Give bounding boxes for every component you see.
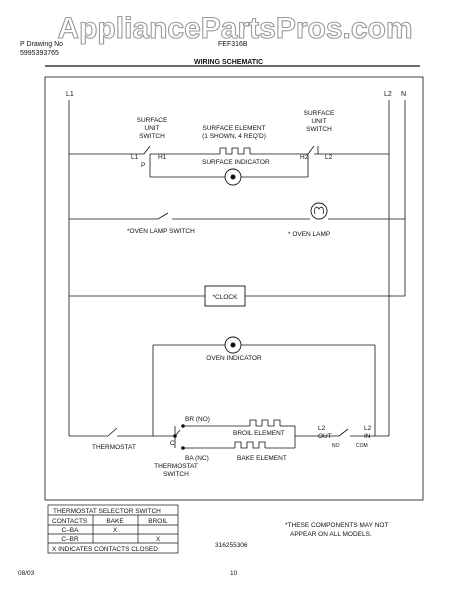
- oven-lamp-circuit: [69, 212, 405, 220]
- terminal-p-label: P: [141, 162, 145, 169]
- oven-lamp-bulb: [310, 202, 328, 220]
- br-no-label: BR (NO): [185, 416, 210, 423]
- terminal-h1-label: H1: [158, 154, 167, 161]
- oven-lamp-switch-label: *OVEN LAMP SWITCH: [127, 228, 195, 235]
- clock-label: *CLOCK: [213, 294, 239, 301]
- selector-table-header-contacts: CONTACTS: [52, 518, 88, 525]
- selector-table-title: THERMOSTAT SELECTOR SWITCH: [53, 508, 161, 515]
- l2-in-label-line-2: IN: [364, 433, 371, 440]
- thermostat-label: THERMOSTAT: [92, 444, 136, 451]
- oven-indicator-lamp-center: [230, 342, 236, 348]
- l2-out-label-line-1: L2: [318, 425, 326, 432]
- thermostat-selector-table: [47, 504, 179, 554]
- surface-circuit: [69, 145, 389, 178]
- selector-table-header-bake: BAKE: [106, 518, 124, 525]
- oven-lamp-label: * OVEN LAMP: [288, 231, 330, 238]
- selector-table-row-1-contacts: C–BA: [62, 527, 80, 534]
- thermostat-switch-label-line-1: THERMOSTAT: [154, 463, 198, 470]
- oven-indicator-label: OVEN INDICATOR: [206, 355, 262, 362]
- footer-date: 08/03: [18, 570, 35, 577]
- surface-unit-switch-right-label-line-2: UNIT: [311, 118, 326, 125]
- bake-element-label: BAKE ELEMENT: [237, 455, 287, 462]
- footer-page-number: 10: [230, 570, 238, 577]
- surface-unit-switch-right-label-line-1: SURFACE: [304, 110, 335, 117]
- bake-broil-circuit: [69, 419, 389, 449]
- no-contact-label: NO: [332, 443, 340, 449]
- clock-box: [204, 285, 246, 307]
- selector-table-row-1-bake: X: [113, 527, 118, 534]
- terminal-l2-label: L2: [325, 154, 333, 161]
- oven-indicator-circuit: [152, 344, 376, 436]
- surface-unit-switch-label-line-2: UNIT: [144, 125, 159, 132]
- surface-indicator-lamp-center: [230, 174, 236, 180]
- surface-element-label-line-1: SURFACE ELEMENT: [202, 125, 265, 132]
- model-number: FEF316B: [218, 41, 248, 48]
- thermostat-switch-ba-terminal: [181, 446, 185, 450]
- surface-unit-switch-right-label-line-3: SWITCH: [306, 126, 332, 133]
- ba-nc-label: BA (NC): [185, 455, 209, 462]
- l2-out-label-line-2: OUT: [318, 433, 332, 440]
- selector-table-row-2-contacts: C–BR: [61, 536, 79, 543]
- com-contact-label: COM: [356, 443, 368, 449]
- rail-l2-label: L2: [384, 91, 392, 98]
- components-note-line-2: APPEAR ON ALL MODELS.: [290, 531, 372, 538]
- oven-lamp-filament: [314, 206, 324, 215]
- rail-l1-label: L1: [66, 91, 74, 98]
- part-number: 316255306: [215, 542, 248, 549]
- selector-table-footer: X INDICATES CONTACTS CLOSED: [52, 546, 158, 553]
- thermostat-switch-br-terminal: [181, 424, 185, 428]
- rail-n-label: N: [401, 91, 406, 98]
- selector-table-row-2-broil: X: [156, 536, 161, 543]
- broil-element-label: BROIL ELEMENT: [233, 430, 285, 437]
- terminal-l1-label: L1: [131, 154, 139, 161]
- surface-unit-switch-label-line-3: SWITCH: [139, 133, 165, 140]
- terminal-c-label: C: [170, 440, 175, 447]
- thermostat-switch-common-terminal: [173, 434, 177, 438]
- surface-unit-switch-label-line-1: SURFACE: [137, 117, 168, 124]
- watermark: AppliancePartsPros.com: [57, 12, 412, 45]
- drawing-no-label: P Drawing No: [20, 41, 63, 48]
- surface-indicator-label: SURFACE INDICATOR: [202, 159, 270, 166]
- schematic-border: [44, 76, 424, 501]
- drawing-number: 5995393765: [20, 50, 59, 57]
- l2-in-label-line-1: L2: [364, 425, 372, 432]
- schematic-title: WIRING SCHEMATIC: [194, 59, 263, 66]
- thermostat-switch-label-line-2: SWITCH: [163, 471, 189, 478]
- surface-element-label-line-2: (1 SHOWN, 4 REQ'D): [202, 133, 266, 140]
- terminal-h2-label: H2: [300, 154, 309, 161]
- selector-table-header-broil: BROIL: [148, 518, 168, 525]
- components-note-line-1: *THESE COMPONENTS MAY NOT: [285, 522, 388, 529]
